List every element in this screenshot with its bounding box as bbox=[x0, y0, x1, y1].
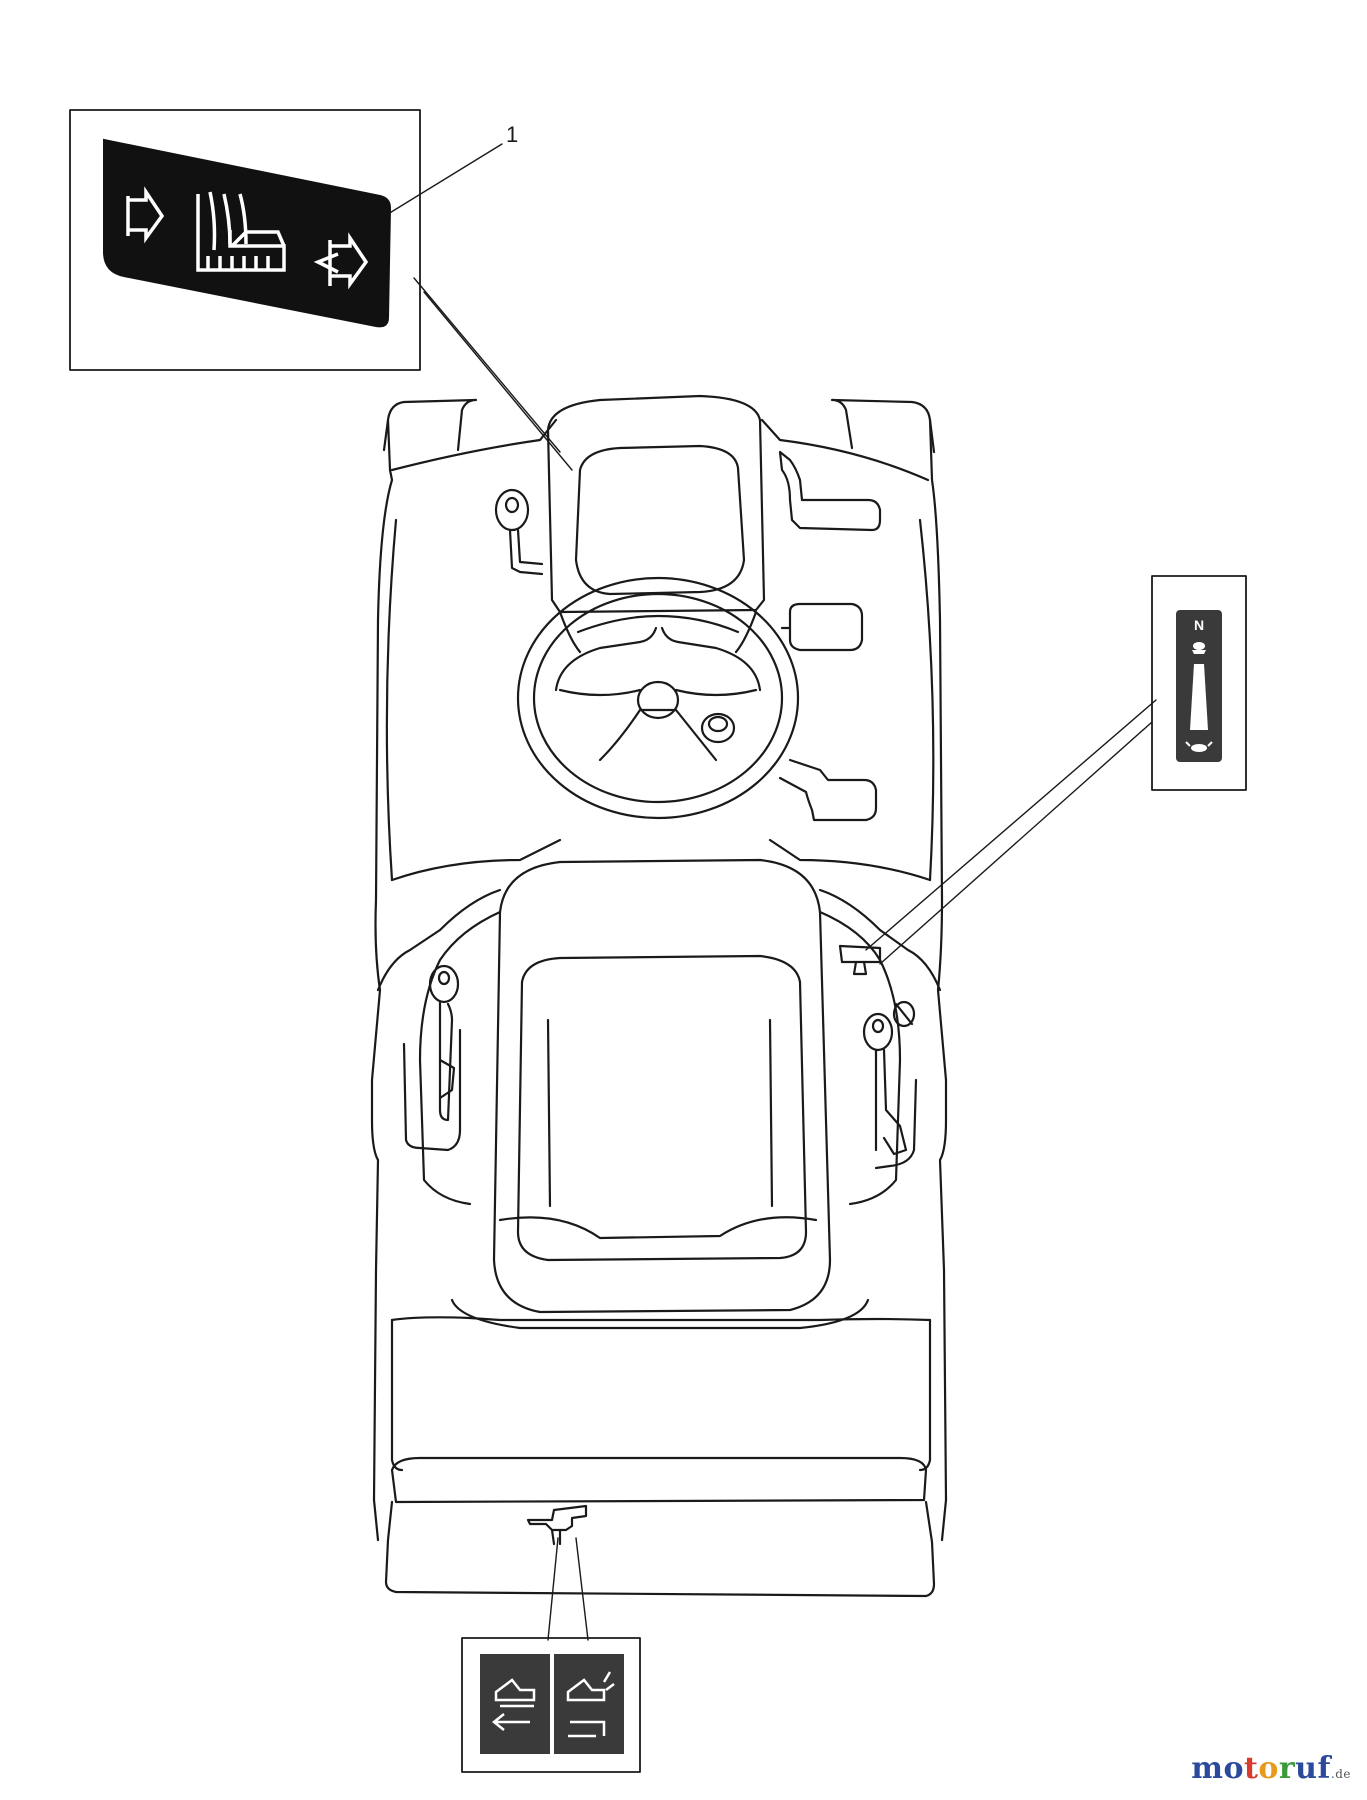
watermark-letter: m bbox=[1191, 1751, 1224, 1786]
steering-wheel bbox=[516, 576, 800, 820]
mower-deck-height-icon bbox=[196, 191, 286, 272]
deck-height-decal bbox=[103, 138, 392, 328]
lawn-tractor-top-view bbox=[370, 394, 948, 1598]
turtle-icon bbox=[1192, 642, 1206, 654]
steering-column bbox=[558, 610, 758, 654]
hood-line-left bbox=[390, 418, 558, 472]
watermark-logo: motoruf.de bbox=[1191, 1751, 1351, 1786]
mower-engaged-icon bbox=[491, 1678, 536, 1731]
deck-lift-lever bbox=[402, 964, 462, 1152]
leader-line-bottom-2 bbox=[575, 1537, 589, 1641]
leader-line-bottom-1 bbox=[547, 1537, 559, 1641]
blade-engage-lever bbox=[862, 1000, 918, 1170]
forward-pedal bbox=[778, 758, 878, 822]
neutral-letter: N bbox=[1194, 617, 1204, 633]
mower-engage-decal bbox=[480, 1654, 624, 1754]
speed-decal: N bbox=[1176, 610, 1222, 762]
watermark-letter: o bbox=[1223, 1751, 1244, 1786]
leader-line-top-1 bbox=[413, 277, 561, 453]
grass-catcher-lever bbox=[526, 1504, 588, 1546]
front-bumper-right bbox=[830, 398, 936, 454]
arrow-left-icon bbox=[313, 232, 369, 290]
reverse-pedal bbox=[780, 602, 864, 652]
body-outline bbox=[370, 418, 948, 1502]
operator-seat bbox=[450, 858, 870, 1330]
rear-fender-left bbox=[418, 910, 502, 1206]
arrow-right-icon bbox=[126, 186, 165, 244]
callout-box-bottom bbox=[461, 1537, 641, 1773]
dash-curve bbox=[385, 518, 935, 882]
watermark-letter: u bbox=[1295, 1751, 1318, 1786]
watermark-suffix: .de bbox=[1330, 1767, 1351, 1781]
leader-line-callout-1 bbox=[387, 143, 503, 215]
hood-inner-panel bbox=[574, 444, 746, 596]
watermark-brand: motoruf bbox=[1191, 1751, 1331, 1786]
watermark-letter: t bbox=[1243, 1751, 1259, 1786]
fender-outer-right bbox=[818, 888, 942, 992]
leader-line-right-1 bbox=[865, 699, 1157, 951]
watermark-letter: f bbox=[1317, 1751, 1331, 1786]
callout-box-right bbox=[865, 575, 1247, 965]
front-bumper-left bbox=[382, 398, 478, 452]
throttle-lever bbox=[494, 488, 544, 576]
leader-line-top-2 bbox=[423, 291, 573, 471]
rabbit-icon bbox=[1185, 741, 1213, 752]
callout-box-top bbox=[69, 109, 573, 471]
cruise-pedal bbox=[778, 450, 882, 532]
mower-disengaged-icon bbox=[566, 1671, 615, 1738]
rear-fender-right bbox=[818, 910, 902, 1206]
rear-grass-catcher bbox=[372, 1456, 948, 1598]
watermark-letter: o bbox=[1258, 1751, 1279, 1786]
parking-brake-knob bbox=[838, 944, 882, 976]
callout-number-1: 1 bbox=[506, 122, 518, 147]
hood-line-right bbox=[760, 418, 930, 482]
rear-body bbox=[390, 1316, 932, 1322]
fender-outer-left bbox=[376, 888, 502, 992]
speed-wedge-icon bbox=[1190, 664, 1208, 730]
leader-line-right-2 bbox=[879, 721, 1153, 965]
hood-panel bbox=[546, 394, 766, 614]
dash-lower bbox=[390, 838, 932, 882]
rear-body-sides bbox=[390, 1318, 932, 1472]
watermark-letter: r bbox=[1278, 1751, 1296, 1786]
